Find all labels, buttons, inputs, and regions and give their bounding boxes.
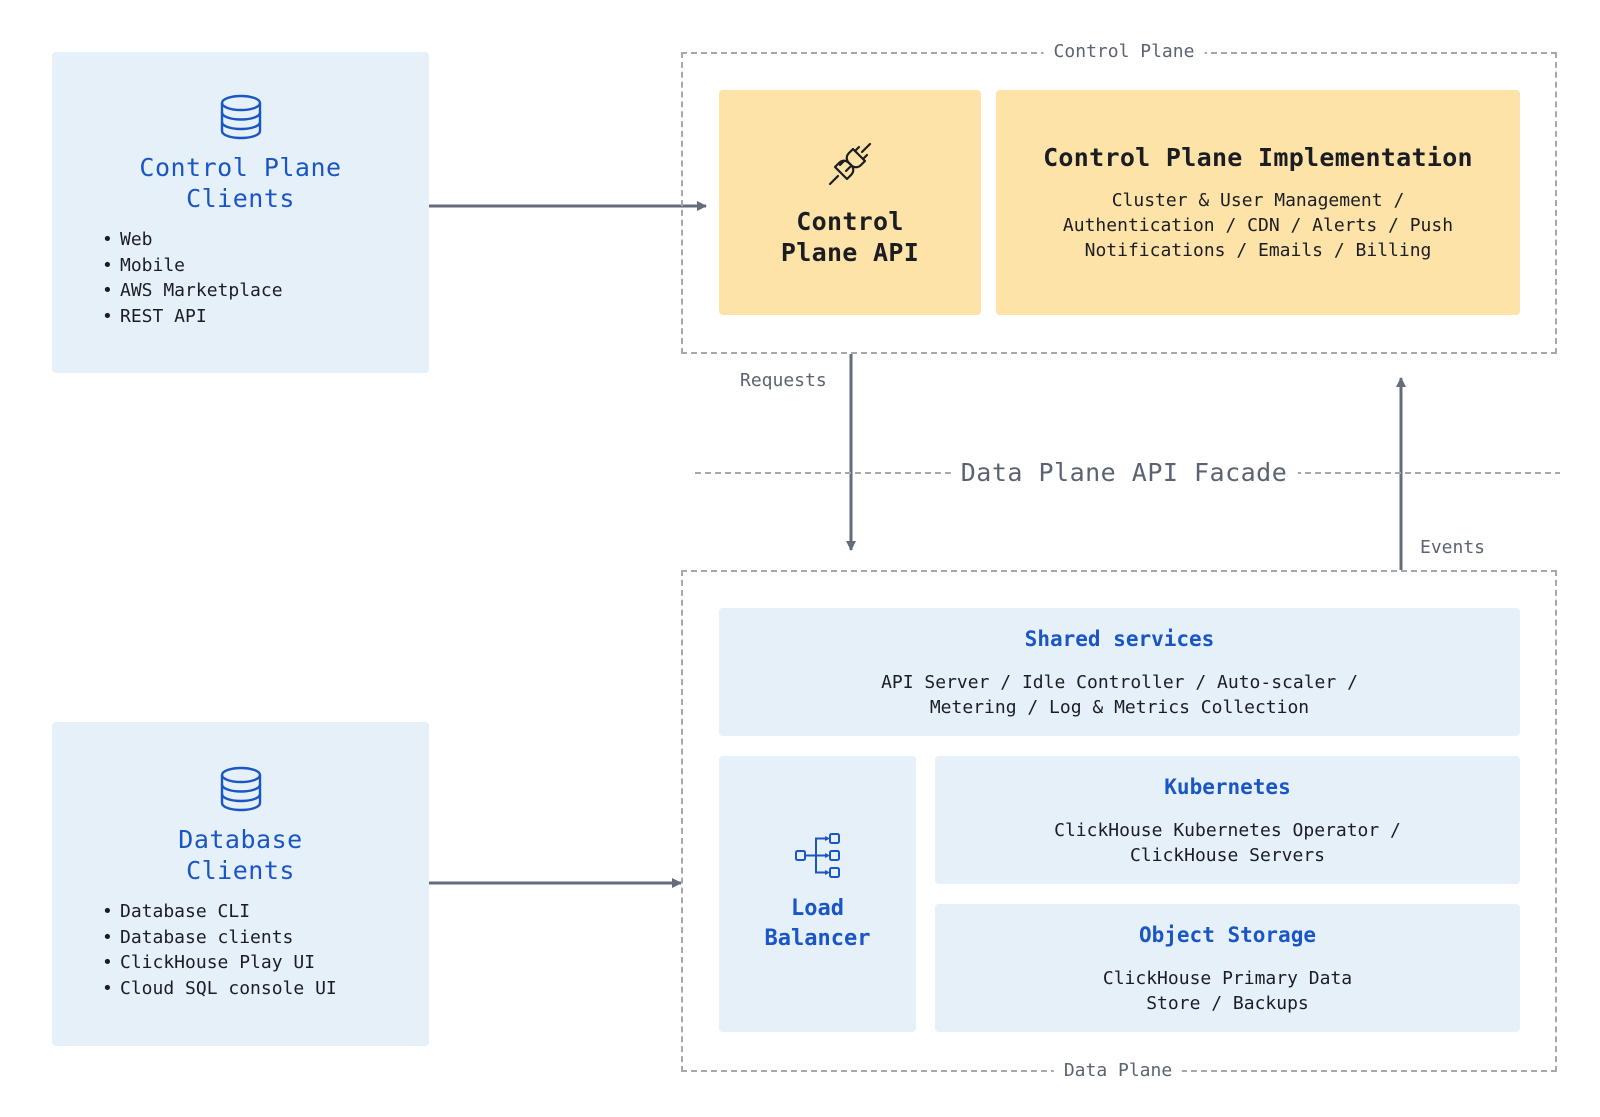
control-plane-label: Control Plane bbox=[1043, 42, 1205, 62]
control-plane-api-box: Control Plane API bbox=[719, 90, 981, 315]
object-storage-description: ClickHouse Primary Data Store / Backups bbox=[1102, 968, 1353, 1014]
control-plane-clients-list: Web Mobile AWS Marketplace REST API bbox=[120, 227, 283, 329]
database-icon bbox=[220, 766, 261, 812]
list-item: Mobile bbox=[120, 253, 283, 279]
kubernetes-title: Kubernetes bbox=[1164, 775, 1291, 799]
events-label: Events bbox=[1420, 537, 1486, 558]
database-icon bbox=[220, 94, 261, 140]
load-balancer-icon bbox=[795, 833, 840, 878]
list-item: Database CLI bbox=[120, 899, 337, 925]
requests-label: Requests bbox=[740, 370, 827, 391]
control-plane-implementation-box: Control Plane Implementation Cluster & U… bbox=[996, 90, 1520, 315]
data-plane-label: Data Plane bbox=[1053, 1061, 1183, 1081]
control-plane-api-title: Control Plane API bbox=[780, 207, 920, 267]
plug-icon bbox=[828, 142, 872, 186]
database-clients-box: Database Clients Database CLI Database c… bbox=[52, 722, 429, 1046]
load-balancer-box: Load Balancer bbox=[719, 756, 916, 1032]
object-storage-title: Object Storage bbox=[1138, 923, 1316, 947]
shared-services-box: Shared services API Server / Idle Contro… bbox=[719, 608, 1520, 736]
database-clients-list: Database CLI Database clients ClickHouse… bbox=[120, 899, 337, 1001]
shared-services-title: Shared services bbox=[1024, 627, 1215, 651]
shared-services-description: API Server / Idle Controller / Auto-scal… bbox=[881, 672, 1358, 718]
control-plane-implementation-description: Cluster & User Management / Authenticati… bbox=[1062, 190, 1454, 261]
list-item: REST API bbox=[120, 304, 283, 330]
data-plane-api-facade-label: Data Plane API Facade bbox=[950, 458, 1298, 488]
list-item: ClickHouse Play UI bbox=[120, 950, 337, 976]
load-balancer-title: Load Balancer bbox=[764, 896, 871, 951]
kubernetes-box: Kubernetes ClickHouse Kubernetes Operato… bbox=[935, 756, 1520, 884]
control-plane-clients-box: Control Plane Clients Web Mobile AWS Mar… bbox=[52, 52, 429, 373]
list-item: Web bbox=[120, 227, 283, 253]
list-item: Cloud SQL console UI bbox=[120, 976, 337, 1002]
kubernetes-description: ClickHouse Kubernetes Operator / ClickHo… bbox=[1054, 820, 1401, 866]
object-storage-box: Object Storage ClickHouse Primary Data S… bbox=[935, 904, 1520, 1032]
control-plane-implementation-title: Control Plane Implementation bbox=[1043, 143, 1473, 172]
database-clients-title: Database Clients bbox=[178, 825, 303, 885]
list-item: AWS Marketplace bbox=[120, 278, 283, 304]
list-item: Database clients bbox=[120, 925, 337, 951]
control-plane-clients-title: Control Plane Clients bbox=[139, 153, 342, 213]
